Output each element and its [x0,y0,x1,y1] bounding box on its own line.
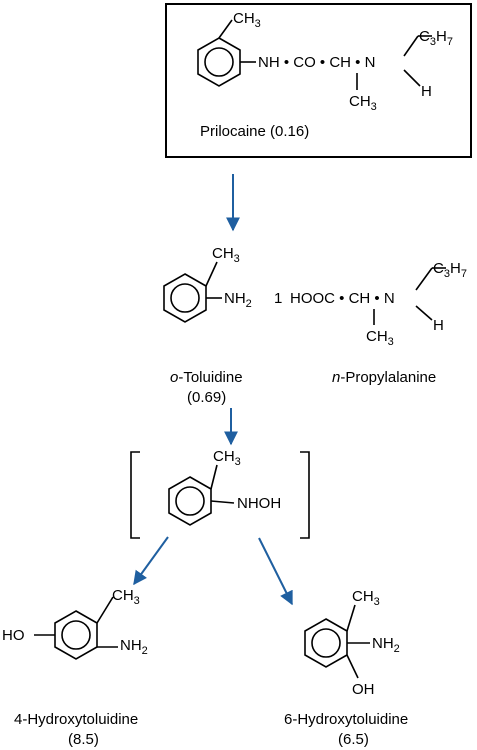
hydroxy4-name: 4-Hydroxytoluidine [14,711,138,728]
prilocaine-chain-label: NH • CO • CH • N [258,54,375,71]
toluidine-value: (0.69) [187,389,226,406]
intermediate-ch3-label: CH3 [213,448,241,468]
prilocaine-h-label: H [421,83,432,100]
propylalanine-branch-ch3: CH3 [366,328,394,348]
prilocaine-structure: CH3 NH • CO • CH • N CH3 C3H7 H Prilocai… [165,3,472,158]
prilocaine-name: Prilocaine (0.16) [200,123,309,140]
arrow-to-4-hydroxytoluidine [133,536,169,586]
propylalanine-h-label: H [433,317,444,334]
propylalanine-chain-label: HOOC • CH • N [290,290,395,307]
propylalanine-structure: HOOC • CH • N CH3 C3H7 H n-Propylalanine [290,260,467,386]
hydroxy4-ch3-label: CH3 [112,587,140,607]
hydroxy4-nh2-label: NH2 [120,637,148,657]
plus-sign: 1 [274,290,282,307]
hydroxy4-value: (8.5) [68,731,99,748]
prilocaine-ch3-label: CH3 [233,10,261,30]
right-bracket [300,451,310,539]
left-bracket [130,451,140,539]
hydroxy4-structure: HO CH3 NH2 4-Hydroxytoluidine (8.5) [2,587,148,748]
propylalanine-c3h7-label: C3H7 [433,260,467,280]
hydroxy6-nh2-label: NH2 [372,635,400,655]
toluidine-nh2-label: NH2 [224,290,252,310]
hydroxy6-name: 6-Hydroxytoluidine [284,711,408,728]
hydroxy6-value: (6.5) [338,731,369,748]
toluidine-structure: CH3 NH2 1 o-Toluidine (0.69) [163,245,282,406]
hydroxy4-ho-label: HO [2,627,25,644]
prilocaine-box [165,3,472,158]
arrow-to-6-hydroxytoluidine [258,537,293,606]
hydroxy6-benzene-ring [304,604,370,679]
hydroxy6-structure: CH3 NH2 OH 6-Hydroxytoluidine (6.5) [284,588,408,748]
intermediate-benzene-ring [168,464,235,526]
intermediate-structure: CH3 NHOH [130,448,310,539]
intermediate-nhoh-label: NHOH [237,495,281,512]
toluidine-benzene-ring [163,261,222,323]
toluidine-name: o-Toluidine [170,369,243,386]
hydroxy6-oh-label: OH [352,681,375,698]
propylalanine-name: n-Propylalanine [332,369,436,386]
toluidine-ch3-label: CH3 [212,245,240,265]
hydroxy6-ch3-label: CH3 [352,588,380,608]
prilocaine-benzene-ring [197,19,256,87]
prilocaine-c3h7-label: C3H7 [419,28,453,48]
hydroxy4-benzene-ring [34,596,118,660]
prilocaine-branch-ch3: CH3 [349,93,377,113]
